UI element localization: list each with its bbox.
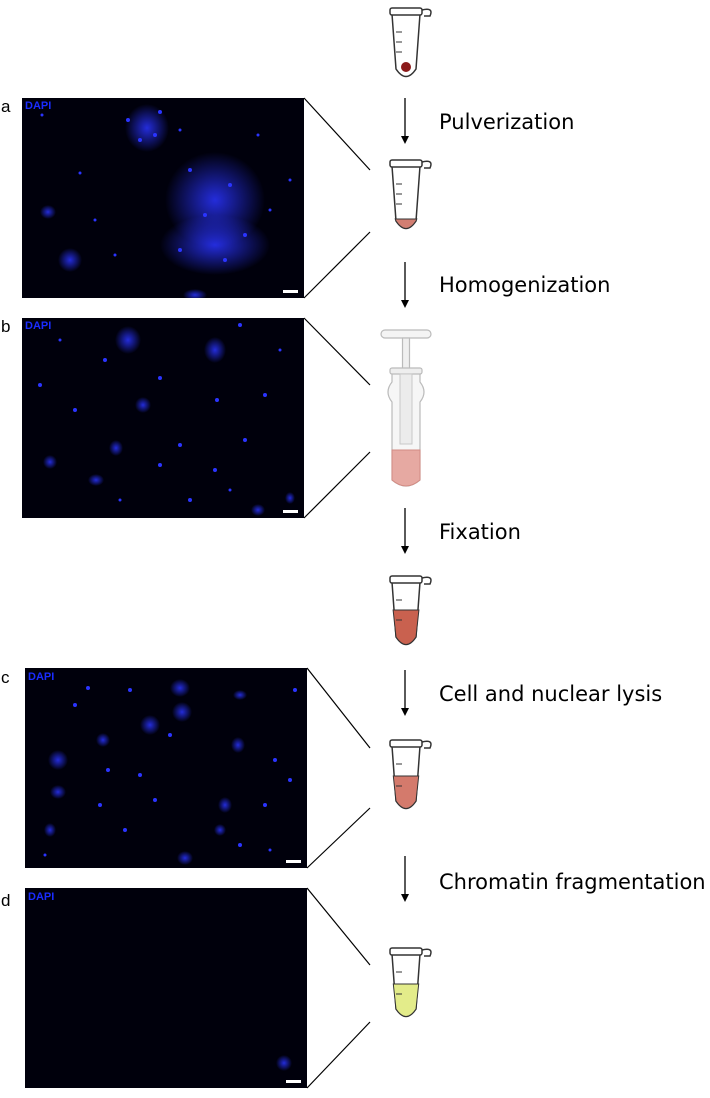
- panel-c: c DAPI: [1, 668, 307, 868]
- scale-bar-d: [286, 1080, 301, 1083]
- connector-lines: [303, 97, 371, 1089]
- panel-d: d DAPI: [1, 888, 307, 1088]
- stain-label-b: DAPI: [25, 320, 51, 332]
- panel-letter-d: d: [1, 891, 10, 910]
- nuclei-a: [40, 104, 292, 298]
- step-label-pulverization: Pulverization: [439, 110, 574, 134]
- tube-tissue-icon: [389, 7, 432, 78]
- nuclei-c: [43, 679, 297, 865]
- micrograph-c: [25, 668, 307, 868]
- connector-c-top: [306, 667, 371, 749]
- arrow-down-icon: [401, 508, 409, 554]
- scale-bar-b: [283, 510, 298, 513]
- panel-a: a DAPI: [1, 97, 304, 298]
- panel-b: b DAPI: [1, 317, 304, 518]
- tube-chromatin-icon: [389, 947, 432, 1018]
- step-label-homogenization: Homogenization: [439, 273, 610, 297]
- nuclei-d: [276, 1055, 292, 1071]
- stain-label-d: DAPI: [28, 891, 54, 903]
- step-label-lysis: Cell and nuclear lysis: [439, 682, 662, 706]
- micrograph-b: [22, 318, 304, 518]
- connector-d-bottom: [306, 1021, 371, 1089]
- connector-c-bottom: [306, 807, 371, 869]
- step-label-fragmentation: Chromatin fragmentation: [439, 870, 706, 894]
- connector-b-bottom: [303, 451, 371, 519]
- tube-pulverized-icon: [389, 159, 432, 230]
- tube-lysate-icon: [389, 739, 432, 810]
- nuclei-b: [38, 323, 295, 516]
- arrow-down-icon: [401, 670, 409, 716]
- arrow-down-icon: [401, 98, 409, 144]
- scale-bar-c: [286, 860, 301, 863]
- tissue-sample: [401, 62, 411, 72]
- dounce-homogenizer-icon: [380, 329, 432, 487]
- stain-label-c: DAPI: [28, 671, 54, 683]
- stain-label-a: DAPI: [25, 100, 51, 112]
- micrograph-d: [25, 888, 307, 1088]
- step-label-fixation: Fixation: [439, 520, 521, 544]
- flow-arrows: [401, 98, 409, 902]
- panel-letter-c: c: [1, 668, 10, 687]
- panel-letter-b: b: [1, 317, 10, 336]
- tube-fixed-icon: [389, 575, 432, 646]
- arrow-down-icon: [401, 262, 409, 308]
- connector-a-bottom: [303, 231, 371, 299]
- connector-b-top: [303, 317, 371, 386]
- connector-a-top: [303, 97, 371, 171]
- arrow-down-icon: [401, 856, 409, 902]
- connector-d-top: [306, 887, 371, 966]
- panel-letter-a: a: [1, 97, 11, 116]
- scale-bar-a: [283, 290, 298, 293]
